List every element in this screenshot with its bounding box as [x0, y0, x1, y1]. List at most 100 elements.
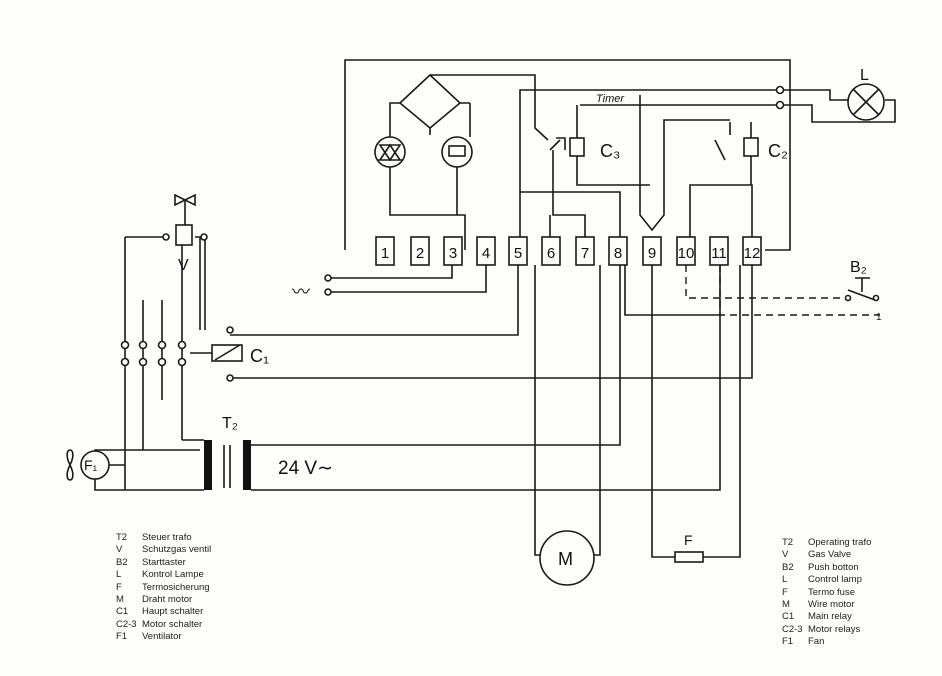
- legend-row: M Wire motor: [782, 599, 871, 611]
- legend-text: Kontrol Lampe: [142, 569, 204, 581]
- wire-internal: [520, 150, 621, 250]
- legend-key: C1: [782, 611, 795, 623]
- legend-text: Termosicherung: [142, 581, 210, 593]
- svg-text:L: L: [860, 67, 869, 84]
- legend-row: M Draht motor: [116, 594, 211, 606]
- legend-text: Starttaster: [142, 556, 186, 568]
- legend-text: Draht motor: [142, 594, 193, 606]
- legend-key: M: [116, 594, 124, 606]
- terminal-1: [375, 236, 395, 266]
- terminal-label: 1: [381, 245, 389, 262]
- push-button-b2: B₂ 1: [844, 259, 882, 323]
- svg-text:C₁: C₁: [250, 346, 269, 366]
- legend-row: C2-3 Motor schalter: [116, 619, 211, 631]
- fan-f1: F₁: [66, 449, 200, 491]
- lamp-L: L: [847, 67, 885, 121]
- legend-key: T2: [116, 532, 128, 543]
- contactor-contacts: [120, 237, 201, 490]
- wire-supply: [330, 265, 487, 293]
- legend-row: B2 Starttaster: [116, 557, 211, 569]
- triac-symbol: [374, 136, 406, 168]
- legend-key: L: [782, 574, 788, 586]
- legend-text: Haupt schalter: [142, 606, 204, 618]
- relay-c3: C₃: [549, 105, 650, 186]
- legend-key: B2: [116, 556, 128, 568]
- legend-row: B2 Push botton: [782, 562, 871, 574]
- thermistor-symbol: [441, 136, 473, 168]
- thermo-fuse-f: F: [651, 265, 741, 563]
- legend-text: Motor schalter: [142, 618, 203, 630]
- bridge-rectifier: [398, 73, 549, 141]
- legend-row: T2 Operating trafo: [782, 537, 871, 549]
- terminal-label: 8: [614, 245, 622, 262]
- legend-row: V Gas Valve: [782, 549, 871, 561]
- wire-8: [624, 265, 720, 316]
- legend-key: T2: [782, 537, 794, 548]
- terminal-11: [709, 236, 729, 266]
- ac-symbol: 〰: [292, 282, 310, 302]
- legend-row: C1 Haupt schalter: [116, 606, 211, 618]
- legend-text: Wire motor: [808, 599, 855, 611]
- legend-key: B2: [782, 561, 794, 573]
- terminal-7: [575, 236, 595, 266]
- legend-key: F: [782, 586, 788, 598]
- svg-text:V: V: [178, 257, 189, 274]
- legend-row: F1 Fan: [782, 636, 871, 648]
- legend-key: V: [116, 544, 123, 556]
- legend-text: Schutzgas ventil: [142, 544, 212, 556]
- legend-text: Gas Valve: [808, 549, 852, 561]
- legend-row: C1 Main relay: [782, 611, 871, 623]
- terminal-2: [410, 236, 430, 266]
- svg-text:T₂: T₂: [222, 415, 238, 432]
- terminal-label: 9: [648, 245, 656, 262]
- terminal-3: [443, 236, 463, 266]
- svg-text:F: F: [684, 532, 693, 548]
- terminal-label: 12: [744, 245, 761, 262]
- wire-rectifier: [389, 102, 471, 250]
- wire-c1: [230, 265, 753, 379]
- wire-top-loop: [344, 59, 791, 251]
- voltage-label: 24 V∼: [278, 458, 333, 479]
- terminal-8: [608, 236, 628, 266]
- svg-text:C₂: C₂: [768, 141, 788, 161]
- svg-text:C₃: C₃: [600, 141, 620, 161]
- svg-text:M: M: [558, 549, 573, 569]
- legend-key: V: [782, 549, 789, 561]
- legend-text: Steuer trafo: [142, 532, 192, 543]
- legend-text: Fan: [808, 636, 825, 648]
- svg-text:1: 1: [876, 312, 882, 323]
- timer-label: Timer: [596, 93, 625, 105]
- terminal-label: 3: [449, 245, 457, 262]
- legend-key: M: [782, 599, 790, 611]
- gas-valve-v: V: [125, 193, 208, 330]
- legend-key: C1: [116, 606, 129, 618]
- terminal-label: 6: [547, 245, 555, 262]
- legend-key: F1: [782, 636, 794, 648]
- transformer-t2: T₂: [182, 265, 721, 491]
- terminal-6: [541, 236, 561, 266]
- legend-text: Main relay: [808, 611, 852, 623]
- legend-row: T2 Steuer trafo: [116, 532, 211, 544]
- legend-row: F Termosicherung: [116, 582, 211, 594]
- terminal-label: 10: [678, 245, 695, 262]
- legend-text: Push botton: [808, 561, 859, 573]
- wire-lamp-2: [580, 99, 896, 123]
- svg-text:B₂: B₂: [850, 259, 867, 276]
- legend-key: C2-3: [782, 623, 803, 635]
- legend-text: Ventilator: [142, 631, 182, 643]
- legend-key: F: [116, 581, 122, 593]
- legend-row: F Termo fuse: [782, 587, 871, 599]
- terminal-label: 11: [711, 245, 727, 262]
- legend-text: Operating trafo: [808, 537, 872, 548]
- legend-text: Termo fuse: [808, 586, 855, 598]
- terminal-label: 5: [514, 245, 522, 262]
- legend-key: C2-3: [116, 618, 137, 630]
- motor-m: M: [534, 265, 601, 586]
- main-relay-c1: C₁: [190, 344, 269, 366]
